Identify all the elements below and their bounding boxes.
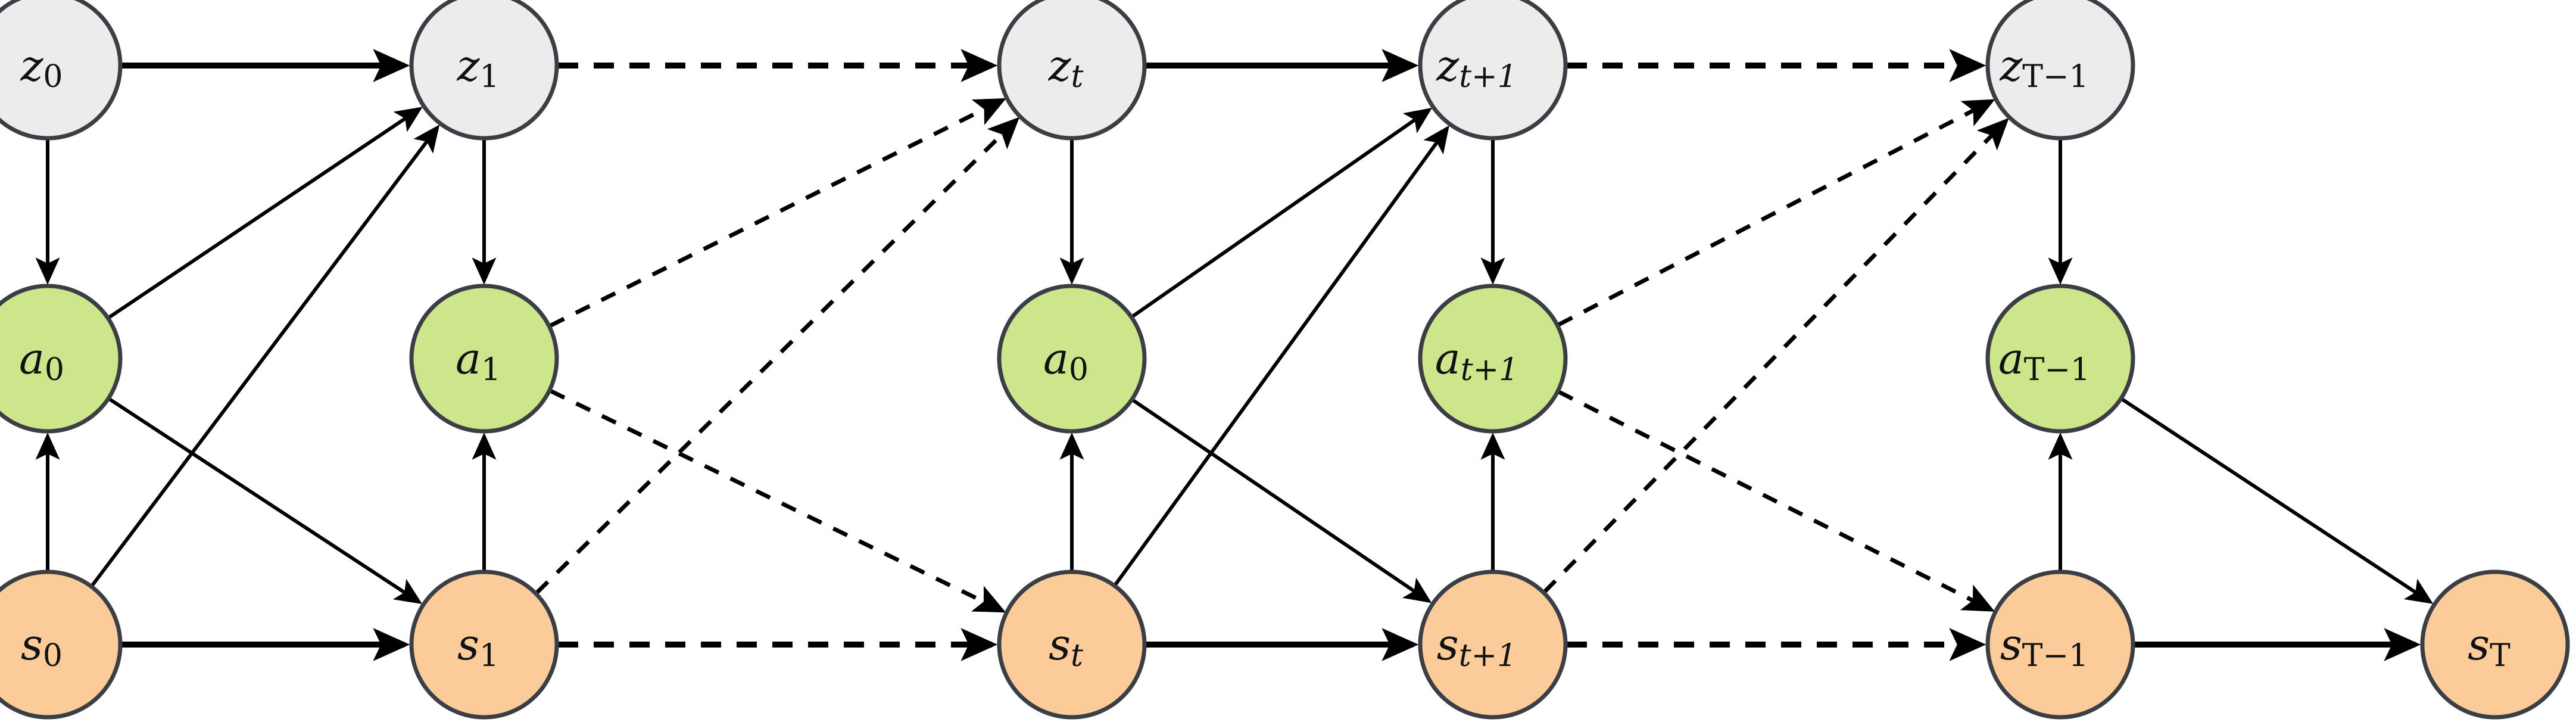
node-label-sT: sT [2468, 620, 2510, 674]
node-a1[interactable]: a1 [409, 284, 559, 434]
node-label-aT1: aT−1 [1998, 334, 2090, 388]
node-shape-aT1 [1985, 284, 2135, 434]
node-aT1[interactable]: aT−1 [1985, 284, 2135, 434]
node-s1[interactable]: s1 [409, 569, 559, 720]
node-label-s0: s0 [21, 620, 63, 674]
edge-at1-sT1 [1558, 390, 1995, 612]
node-label-zt: zt [1048, 41, 1084, 95]
node-label-zT1: zT−1 [1999, 41, 2088, 95]
node-sT[interactable]: sT [2420, 569, 2570, 720]
node-sT1[interactable]: sT−1 [1985, 569, 2135, 720]
edge-at-st1 [1131, 399, 1432, 603]
node-at[interactable]: a0 [997, 284, 1147, 434]
edge-st-zt1 [1114, 125, 1449, 586]
node-shape-sT [2420, 569, 2570, 720]
node-label-z1: z1 [456, 41, 499, 95]
edge-s1-zt [535, 117, 1020, 595]
edge-aT1-sT [2120, 397, 2434, 604]
edge-a1-st [549, 389, 1006, 613]
node-shape-s1 [409, 569, 559, 720]
node-shape-sT1 [1985, 569, 2135, 720]
node-st1[interactable]: st+1 [1418, 569, 1568, 720]
node-label-z0: z0 [20, 41, 63, 95]
node-shape-zt1 [1418, 0, 1568, 141]
edge-at-zt1 [1131, 107, 1433, 318]
node-label-st: st [1049, 620, 1083, 674]
node-label-a0: a0 [19, 334, 64, 388]
node-z1[interactable]: z1 [409, 0, 559, 141]
edge-st1-zT1 [1543, 117, 2009, 593]
node-label-at: a0 [1043, 334, 1089, 388]
node-shape-z1 [409, 0, 559, 141]
node-shape-a1 [409, 284, 559, 434]
node-label-s1: s1 [457, 620, 499, 674]
node-shape-st [997, 569, 1147, 720]
node-label-a1: a1 [456, 334, 501, 388]
node-shape-at [997, 284, 1147, 434]
node-shape-zT1 [1985, 0, 2135, 141]
node-zt1[interactable]: zt+1 [1418, 0, 1568, 141]
edge-at1-zT1 [1557, 99, 1995, 327]
node-label-sT1: sT−1 [2000, 620, 2088, 674]
node-zT1[interactable]: zT−1 [1985, 0, 2135, 141]
node-a0[interactable]: a0 [0, 284, 123, 434]
edge-a1-zt [549, 98, 1006, 328]
node-zt[interactable]: zt [997, 0, 1147, 141]
node-z0[interactable]: z0 [0, 0, 123, 141]
node-st[interactable]: st [997, 569, 1147, 720]
node-label-at1: at+1 [1435, 334, 1519, 388]
node-shape-z0 [0, 0, 123, 141]
node-label-st1: st+1 [1437, 620, 1517, 674]
node-shape-at1 [1418, 284, 1568, 434]
node-at1[interactable]: at+1 [1418, 284, 1568, 434]
edge-s0-z1 [91, 125, 440, 587]
node-shape-a0 [0, 284, 123, 434]
edge-a0-z1 [108, 107, 423, 319]
node-shape-s0 [0, 569, 123, 720]
node-shape-st1 [1418, 569, 1568, 720]
node-label-zt1: zt+1 [1436, 41, 1517, 95]
node-shape-zt [997, 0, 1147, 141]
edge-a0-s1 [108, 397, 423, 604]
node-s0[interactable]: s0 [0, 569, 123, 720]
edge-layer [35, 49, 2434, 661]
